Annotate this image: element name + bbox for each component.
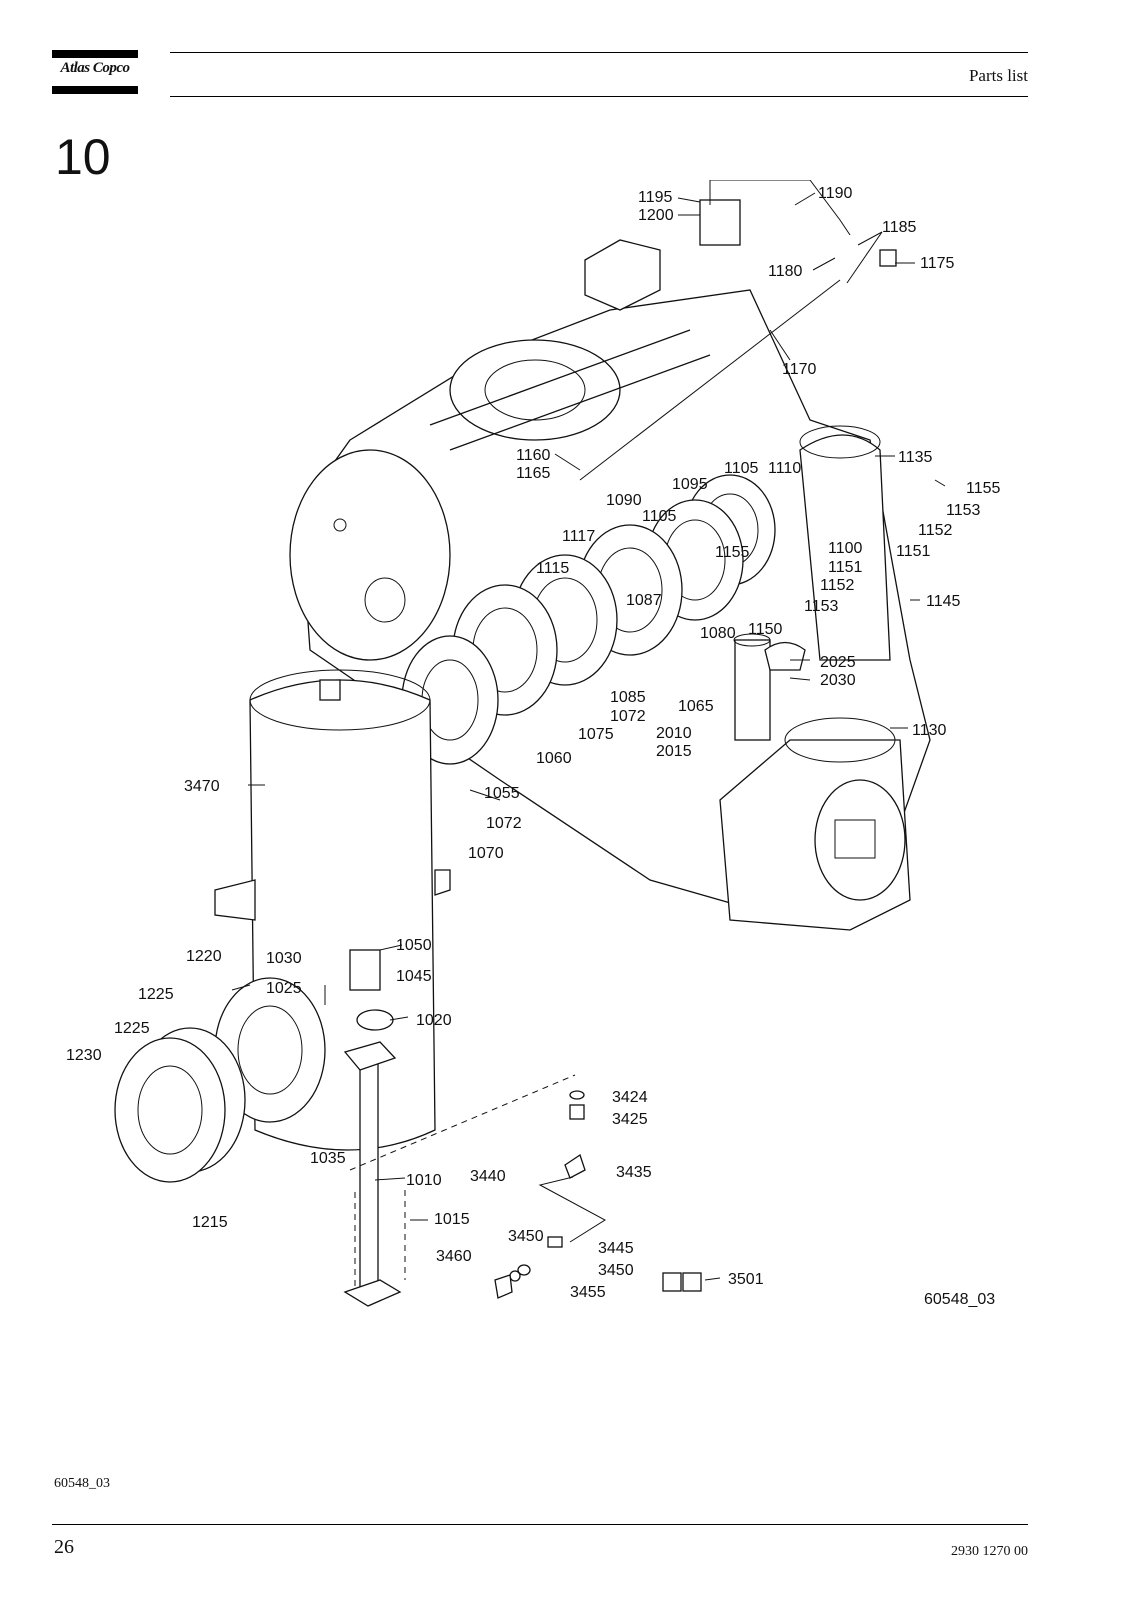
callout-1190: 1190 xyxy=(818,185,853,202)
callout-1095: 1095 xyxy=(672,476,708,493)
figure-reference: 60548_03 xyxy=(54,1476,110,1491)
callout-1152-right: 1152 xyxy=(918,522,953,539)
callout-3450-low: 3450 xyxy=(598,1262,634,1279)
exploded-parts-drawing: 1195 1200 1190 1185 1175 1180 1170 1160 … xyxy=(66,180,1001,1308)
callout-1072-top: 1072 xyxy=(610,708,646,725)
support-leg xyxy=(343,1041,576,1307)
logo-bar-bottom xyxy=(52,86,138,94)
small-hardware xyxy=(231,180,897,1031)
callout-3501: 3501 xyxy=(728,1271,764,1288)
callout-1220: 1220 xyxy=(186,948,222,965)
callout-1065: 1065 xyxy=(678,698,714,715)
callout-1200: 1200 xyxy=(638,207,674,224)
callout-1117: 1117 xyxy=(562,528,595,545)
compressor-housing xyxy=(289,239,931,921)
callout-3424: 3424 xyxy=(612,1089,648,1106)
callout-1165: 1165 xyxy=(516,465,551,482)
callout-1070: 1070 xyxy=(468,845,504,862)
callout-3455: 3455 xyxy=(570,1284,606,1301)
callout-1060: 1060 xyxy=(536,750,572,767)
callout-3440: 3440 xyxy=(470,1168,506,1185)
callout-1130: 1130 xyxy=(912,722,947,739)
callout-1151-right: 1151 xyxy=(896,543,931,560)
section-number: 10 xyxy=(55,129,111,185)
callout-1155-mid: 1155 xyxy=(715,544,750,561)
callout-1090: 1090 xyxy=(606,492,642,509)
callout-1185: 1185 xyxy=(882,219,917,236)
leader-lines xyxy=(248,192,946,1281)
callout-1195: 1195 xyxy=(638,189,673,206)
page-number: 26 xyxy=(54,1536,74,1558)
footer-rule xyxy=(52,1524,1028,1525)
callout-1175: 1175 xyxy=(920,255,955,272)
callout-1155-right: 1155 xyxy=(966,480,1001,497)
callout-1105-top: 1105 xyxy=(724,460,759,477)
header-rule-top xyxy=(170,52,1028,53)
callout-1151-mid: 1151 xyxy=(828,559,863,576)
callout-1025: 1025 xyxy=(266,980,302,997)
callout-3425: 3425 xyxy=(612,1111,648,1128)
callout-1087: 1087 xyxy=(626,592,662,609)
callout-1072-low: 1072 xyxy=(486,815,522,832)
callout-1045: 1045 xyxy=(396,968,432,985)
atlas-copco-logo: Atlas Copco xyxy=(52,50,138,94)
expansion-joint xyxy=(114,977,326,1183)
header-rule-bottom xyxy=(170,96,1028,97)
callout-1015: 1015 xyxy=(434,1211,470,1228)
callout-1035: 1035 xyxy=(310,1150,346,1167)
drain-line xyxy=(494,1090,702,1299)
callout-2015: 2015 xyxy=(656,743,692,760)
callout-1135: 1135 xyxy=(898,449,933,466)
flange-series xyxy=(401,474,776,765)
callout-3445: 3445 xyxy=(598,1240,634,1257)
callout-1180: 1180 xyxy=(768,263,803,280)
callout-1085: 1085 xyxy=(610,689,646,706)
callout-1153-right: 1153 xyxy=(946,502,981,519)
callout-1100: 1100 xyxy=(828,540,863,557)
callout-1160: 1160 xyxy=(516,447,551,464)
outlet-pipe xyxy=(799,425,891,661)
callout-1075: 1075 xyxy=(578,726,614,743)
callout-1150: 1150 xyxy=(748,621,783,638)
callout-1215: 1215 xyxy=(192,1214,228,1231)
callout-1115: 1115 xyxy=(536,560,569,577)
callout-2030: 2030 xyxy=(820,672,856,689)
callout-1225-top: 1225 xyxy=(138,986,174,1003)
callout-1055: 1055 xyxy=(484,785,520,802)
logo-bar-top xyxy=(52,50,138,58)
callout-1110: 1110 xyxy=(768,460,801,477)
callout-3460: 3460 xyxy=(436,1248,472,1265)
callout-1030: 1030 xyxy=(266,950,302,967)
callout-1020: 1020 xyxy=(416,1012,452,1029)
callout-1152-mid: 1152 xyxy=(820,577,855,594)
callout-1230: 1230 xyxy=(66,1047,102,1064)
header-title: Parts list xyxy=(968,66,1028,85)
document-number: 2930 1270 00 xyxy=(951,1544,1028,1559)
callout-1170: 1170 xyxy=(782,361,817,378)
callout-3470: 3470 xyxy=(184,778,220,795)
callout-1145: 1145 xyxy=(926,593,961,610)
callout-1225-low: 1225 xyxy=(114,1020,150,1037)
callout-1010: 1010 xyxy=(406,1172,442,1189)
callout-3450-top: 3450 xyxy=(508,1228,544,1245)
callout-2025: 2025 xyxy=(820,654,856,671)
lower-housing xyxy=(719,633,911,931)
drawing-id-label: 60548_03 xyxy=(924,1291,995,1308)
logo-text: Atlas Copco xyxy=(60,60,130,76)
callout-1080: 1080 xyxy=(700,625,736,642)
callout-1153-mid: 1153 xyxy=(804,598,839,615)
callout-1105-mid: 1105 xyxy=(642,508,677,525)
callout-2010: 2010 xyxy=(656,725,692,742)
callout-3435: 3435 xyxy=(616,1164,652,1181)
callout-labels: 1195 1200 1190 1185 1175 1180 1170 1160 … xyxy=(66,185,1001,1308)
callout-1050: 1050 xyxy=(396,937,432,954)
